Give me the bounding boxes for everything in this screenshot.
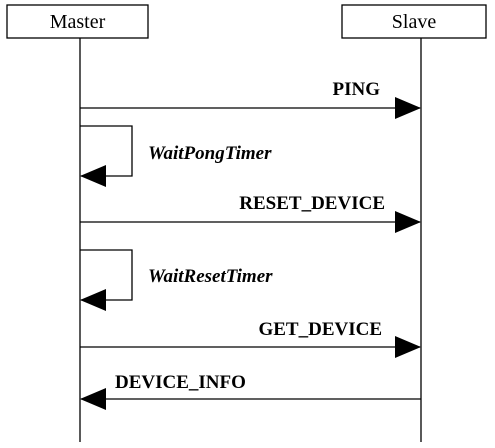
participant-master-label: Master <box>50 11 106 33</box>
self-message-wait-pong-timer: WaitPongTimer <box>80 125 272 187</box>
label-ping: PING <box>333 79 381 100</box>
label-wait-reset-timer: WaitResetTimer <box>148 266 273 287</box>
message-ping: PING <box>80 79 421 119</box>
message-device-info: DEVICE_INFO <box>80 372 421 410</box>
participant-master: Master <box>6 4 149 39</box>
label-device-info: DEVICE_INFO <box>115 372 246 393</box>
loop-wait-pong-timer <box>80 125 133 187</box>
label-wait-pong-timer: WaitPongTimer <box>148 143 272 164</box>
label-get-device: GET_DEVICE <box>258 319 382 340</box>
message-get-device: GET_DEVICE <box>80 319 421 358</box>
self-message-wait-reset-timer: WaitResetTimer <box>80 249 273 311</box>
loop-wait-reset-timer <box>80 249 133 311</box>
participant-slave-label: Slave <box>392 11 437 33</box>
label-reset-device: RESET_DEVICE <box>239 193 385 214</box>
participant-slave: Slave <box>341 4 487 39</box>
message-reset-device: RESET_DEVICE <box>80 193 421 233</box>
